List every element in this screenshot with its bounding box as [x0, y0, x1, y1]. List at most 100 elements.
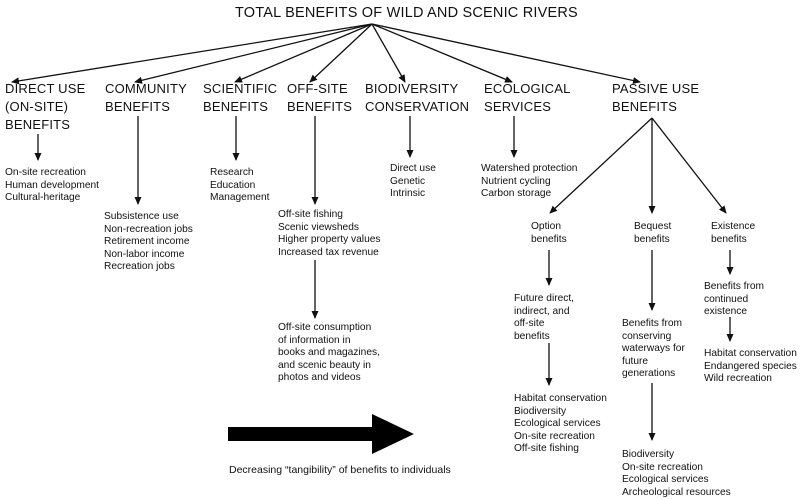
category-ecological: ECOLOGICAL SERVICES — [484, 80, 571, 116]
option-benefits-description: Future direct, indirect, and off-site be… — [514, 293, 574, 343]
arrow-to-passive-use — [371, 23, 641, 84]
sub-label-line: Existence — [711, 221, 756, 232]
arrow-to-direct-use — [11, 23, 373, 85]
list-item: Genetic — [390, 175, 426, 187]
category-label-line: BENEFITS — [612, 99, 678, 114]
list-item: Retirement income — [104, 236, 190, 248]
ecological-list: Watershed protection Nutrient cycling Ca… — [481, 163, 577, 201]
sub-label-line: benefits — [634, 233, 670, 245]
list-item: On-site recreation — [5, 167, 86, 178]
existence-benefits-label: Existence benefits — [711, 221, 755, 246]
list-item: Benefits from — [704, 281, 765, 292]
list-item: Intrinsic — [390, 188, 426, 200]
list-item: indirect, and — [514, 305, 570, 317]
category-label-line: SCIENTIFIC — [203, 81, 278, 96]
list-item: Scenic viewsheds — [278, 221, 359, 233]
list-item: Non-labor income — [104, 248, 185, 260]
list-item: existence — [704, 306, 748, 318]
list-item: Nutrient cycling — [481, 175, 551, 187]
list-item: Benefits from — [622, 318, 683, 329]
category-community: COMMUNITY BENEFITS — [105, 80, 187, 116]
category-label-line: BENEFITS — [203, 99, 269, 114]
list-item: Increased tax revenue — [278, 246, 379, 258]
bequest-benefits-list: Biodiversity On-site recreation Ecologic… — [622, 449, 731, 499]
list-item: Human development — [5, 179, 100, 191]
list-item: conserving — [622, 330, 672, 342]
existence-benefits-list: Habitat conservation Endangered species … — [704, 348, 797, 386]
list-item: Ecological services — [514, 418, 601, 430]
category-label-line: BENEFITS — [105, 99, 171, 114]
list-item: Direct use — [390, 163, 436, 174]
list-item: Cultural-heritage — [5, 192, 81, 204]
diagram-title: TOTAL BENEFITS OF WILD AND SCENIC RIVERS — [235, 5, 578, 21]
category-passive-use: PASSIVE USE BENEFITS — [612, 80, 699, 116]
list-item: Biodiversity — [514, 405, 567, 417]
bequest-benefits-description: Benefits from conserving waterways for f… — [622, 318, 685, 381]
offsite-list: Off-site fishing Scenic viewsheds Higher… — [278, 209, 381, 259]
scientific-list: Research Education Management — [210, 167, 269, 205]
arrow-to-community — [134, 23, 373, 84]
category-label-line: SERVICES — [484, 99, 552, 114]
tangibility-arrow-icon — [228, 414, 414, 454]
direct-use-list: On-site recreation Human development Cul… — [5, 167, 99, 205]
list-item: future — [622, 355, 649, 367]
sub-label-line: Option — [531, 221, 562, 232]
list-item: Higher property values — [278, 234, 381, 246]
biodiversity-list: Direct use Genetic Intrinsic — [390, 163, 436, 201]
list-item: Off-site consumption — [278, 322, 372, 333]
sub-label-line: Bequest — [634, 221, 672, 232]
arrow-to-option — [549, 117, 653, 214]
arrow-to-existence — [651, 117, 727, 214]
list-item: Subsistence use — [104, 211, 179, 222]
list-item: continued — [704, 293, 749, 305]
list-item: Management — [210, 192, 270, 204]
list-item: Research — [210, 167, 254, 178]
category-biodiversity: BIODIVERSITY CONSERVATION — [365, 80, 469, 116]
category-label-line: COMMUNITY — [105, 81, 187, 96]
list-item: Off-site fishing — [514, 443, 579, 455]
list-item: Ecological services — [622, 474, 709, 486]
list-item: photos and videos — [278, 372, 361, 384]
list-item: Habitat conservation — [704, 348, 797, 359]
list-item: Carbon storage — [481, 188, 552, 200]
list-item: waterways for — [622, 343, 685, 355]
list-item: Biodiversity — [622, 449, 675, 460]
offsite-consumption-list: Off-site consumption of information in b… — [278, 322, 380, 385]
list-item: of information in — [278, 334, 351, 346]
option-benefits-label: Option benefits — [531, 221, 567, 246]
category-label-line: BENEFITS — [287, 99, 353, 114]
list-item: Off-site fishing — [278, 209, 343, 220]
list-item: Endangered species — [704, 360, 797, 372]
category-direct-use: DIRECT USE (ON-SITE) BENEFITS — [5, 80, 86, 134]
category-label-line: BENEFITS — [5, 117, 71, 132]
category-label-line: PASSIVE USE — [612, 81, 700, 96]
arrow-to-scientific — [234, 23, 373, 83]
bequest-benefits-label: Bequest benefits — [634, 221, 671, 246]
list-item: Recreation jobs — [104, 261, 175, 273]
list-item: Education — [210, 179, 256, 191]
category-label-line: BIODIVERSITY — [365, 81, 459, 96]
category-label-line: ECOLOGICAL — [484, 81, 571, 96]
list-item: Wild recreation — [704, 373, 772, 385]
list-item: and scenic beauty in — [278, 359, 371, 371]
existence-benefits-description: Benefits from continued existence — [704, 281, 764, 319]
community-list: Subsistence use Non-recreation jobs Reti… — [104, 211, 193, 274]
category-label-line: DIRECT USE — [5, 81, 86, 96]
list-item: off-site — [514, 318, 545, 330]
option-benefits-list: Habitat conservation Biodiversity Ecolog… — [514, 393, 607, 456]
list-item: Non-recreation jobs — [104, 223, 193, 235]
category-label-line: (ON-SITE) — [5, 99, 69, 114]
list-item: benefits — [514, 330, 550, 342]
list-item: Future direct, — [514, 293, 575, 304]
category-label-line: OFF-SITE — [287, 81, 348, 96]
arrow-to-offsite — [309, 23, 373, 83]
category-offsite: OFF-SITE BENEFITS — [287, 80, 352, 116]
sub-label-line: benefits — [531, 233, 567, 245]
list-item: books and magazines, — [278, 347, 380, 359]
category-label-line: CONSERVATION — [365, 99, 470, 114]
tangibility-caption: Decreasing “tangibility” of benefits to … — [229, 464, 451, 476]
list-item: On-site recreation — [514, 430, 595, 442]
arrow-to-biodiversity — [371, 23, 406, 83]
category-scientific: SCIENTIFIC BENEFITS — [203, 80, 277, 116]
